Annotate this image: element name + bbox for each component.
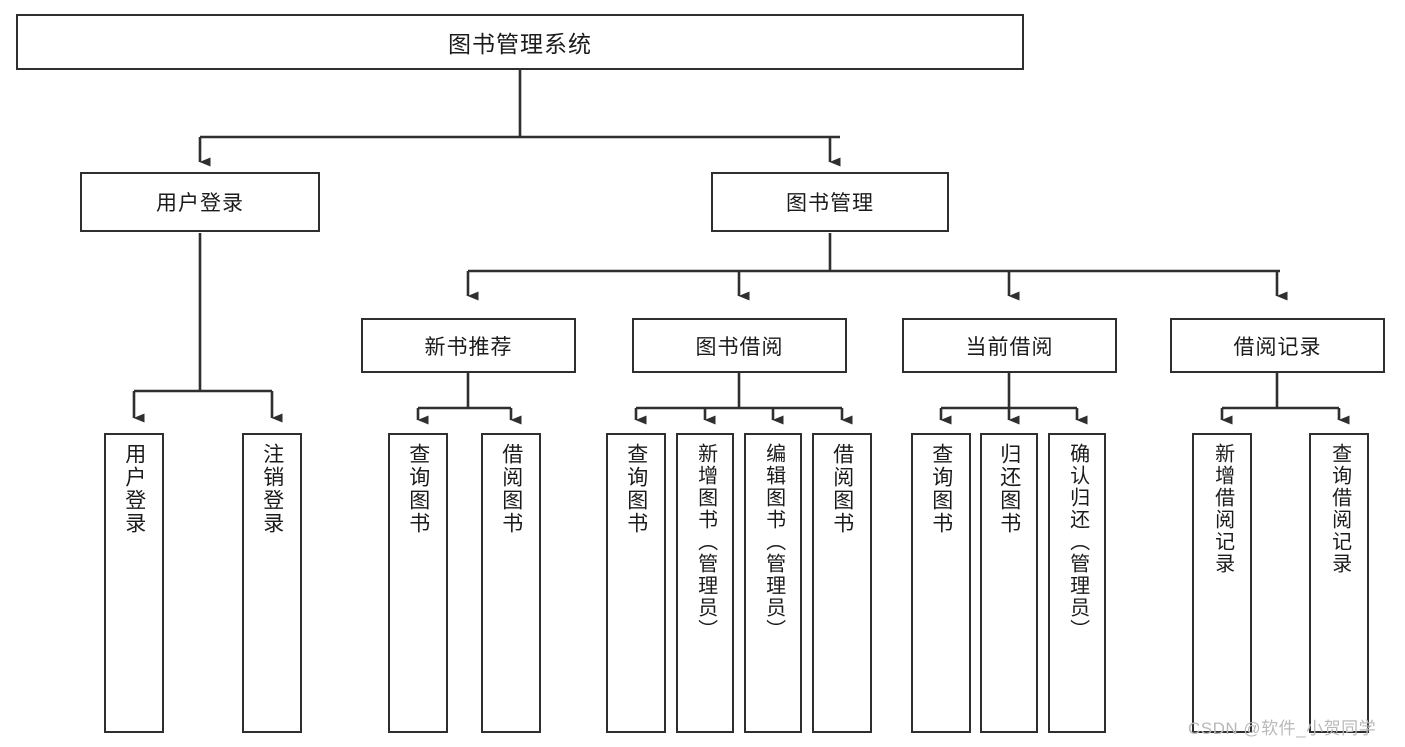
- node-borrow-record-label: 借阅记录: [1233, 335, 1322, 359]
- node-new-book-rec-label: 新书推荐: [424, 335, 513, 359]
- node-leaf-query-book-3[interactable]: 查询图书: [911, 433, 971, 733]
- node-leaf-edit-book-label: 编辑图书（管理员）: [762, 443, 785, 641]
- node-leaf-user-logout-label: 注销登录: [260, 443, 284, 535]
- node-leaf-user-login-label: 用户登录: [122, 443, 146, 535]
- node-leaf-add-book-label: 新增图书（管理员）: [694, 443, 717, 641]
- node-leaf-add-record[interactable]: 新增借阅记录: [1192, 433, 1252, 733]
- node-leaf-borrow-book-2[interactable]: 借阅图书: [812, 433, 872, 733]
- node-book-borrow[interactable]: 图书借阅: [632, 318, 847, 373]
- node-leaf-return-book[interactable]: 归还图书: [980, 433, 1038, 733]
- node-book-borrow-label: 图书借阅: [695, 335, 784, 359]
- node-leaf-query-book-1-label: 查询图书: [406, 443, 430, 535]
- node-leaf-user-logout[interactable]: 注销登录: [242, 433, 302, 733]
- node-current-borrow[interactable]: 当前借阅: [902, 318, 1117, 373]
- node-book-manage[interactable]: 图书管理: [711, 172, 949, 232]
- node-leaf-query-record[interactable]: 查询借阅记录: [1309, 433, 1369, 733]
- node-new-book-rec[interactable]: 新书推荐: [361, 318, 576, 373]
- node-leaf-query-record-label: 查询借阅记录: [1328, 443, 1351, 575]
- node-leaf-return-book-label: 归还图书: [997, 443, 1021, 535]
- node-leaf-borrow-book-2-label: 借阅图书: [830, 443, 854, 535]
- node-user-login[interactable]: 用户登录: [80, 172, 320, 232]
- node-borrow-record[interactable]: 借阅记录: [1170, 318, 1385, 373]
- csdn-watermark: CSDN @软件_小贺同学: [1188, 719, 1377, 738]
- node-user-login-label: 用户登录: [156, 192, 244, 215]
- node-leaf-add-record-label: 新增借阅记录: [1211, 443, 1234, 575]
- node-current-borrow-label: 当前借阅: [965, 335, 1054, 359]
- node-leaf-confirm-return-label: 确认归还（管理员）: [1066, 443, 1089, 641]
- node-leaf-user-login[interactable]: 用户登录: [104, 433, 164, 733]
- node-leaf-add-book[interactable]: 新增图书（管理员）: [676, 433, 734, 733]
- node-leaf-confirm-return[interactable]: 确认归还（管理员）: [1048, 433, 1106, 733]
- node-leaf-query-book-1[interactable]: 查询图书: [388, 433, 448, 733]
- node-leaf-borrow-book-1[interactable]: 借阅图书: [481, 433, 541, 733]
- node-leaf-query-book-2[interactable]: 查询图书: [606, 433, 666, 733]
- node-book-manage-label: 图书管理: [786, 192, 874, 215]
- node-root-label: 图书管理系统: [448, 31, 592, 57]
- node-root[interactable]: 图书管理系统: [16, 14, 1024, 70]
- node-leaf-borrow-book-1-label: 借阅图书: [499, 443, 523, 535]
- node-leaf-edit-book[interactable]: 编辑图书（管理员）: [744, 433, 802, 733]
- node-leaf-query-book-2-label: 查询图书: [624, 443, 648, 535]
- node-leaf-query-book-3-label: 查询图书: [929, 443, 953, 535]
